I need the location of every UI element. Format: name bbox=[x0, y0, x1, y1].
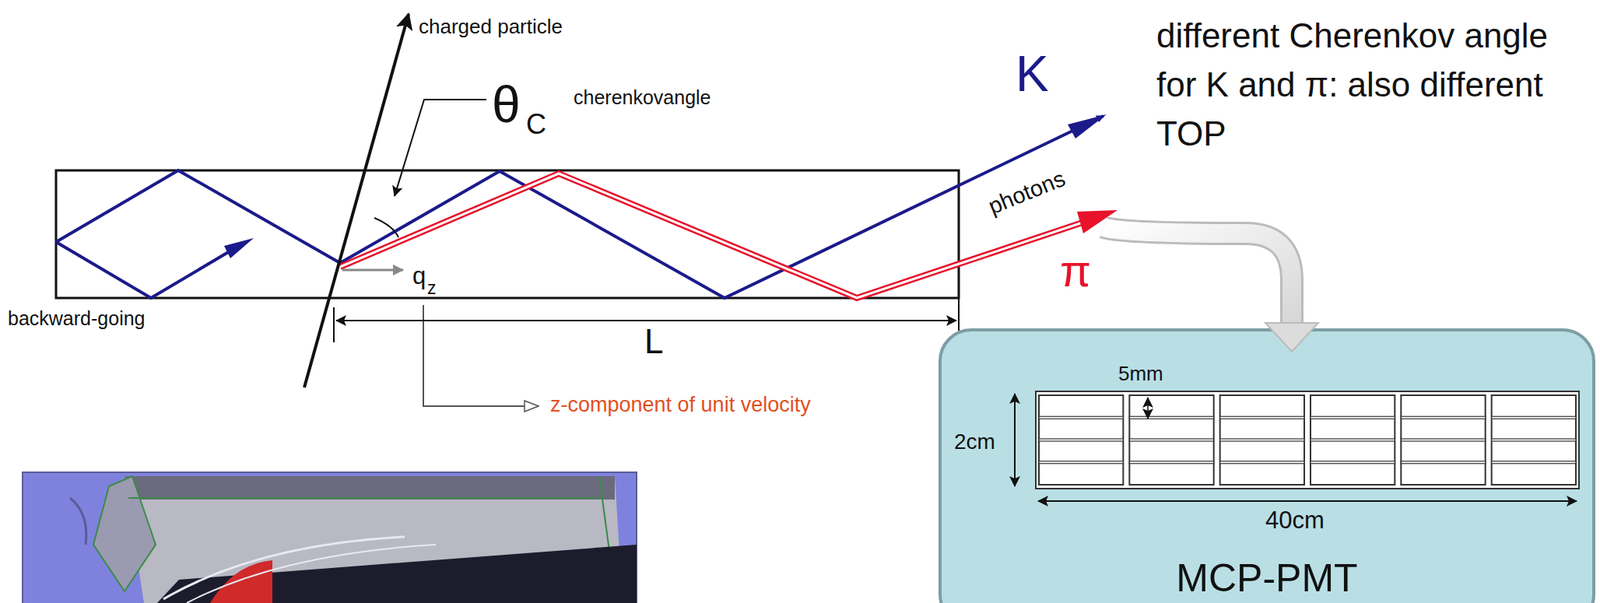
pmt-row bbox=[1400, 461, 1485, 464]
dimension-label: 2cm bbox=[954, 430, 996, 455]
backward-photon-path bbox=[56, 242, 243, 299]
pmt-row bbox=[1491, 461, 1576, 464]
panel-title: MCP-PMT bbox=[1175, 557, 1358, 600]
pmt-row bbox=[1129, 461, 1214, 464]
pion-photon-path bbox=[340, 173, 1090, 299]
fat-arrow-head bbox=[1265, 322, 1319, 352]
pmt-module bbox=[1129, 395, 1214, 485]
pmt-row bbox=[1220, 461, 1305, 464]
detector-panel: MCP-PMT bbox=[940, 329, 1594, 603]
pmt-row bbox=[1129, 416, 1214, 419]
arrowhead bbox=[224, 238, 254, 259]
pmt-row bbox=[1310, 438, 1395, 442]
vector-subscript: z bbox=[427, 278, 437, 299]
dimension-tick bbox=[957, 298, 960, 331]
pmt-module bbox=[1400, 395, 1485, 485]
dimension-label: 40cm bbox=[1265, 507, 1325, 534]
particle-name: π bbox=[1059, 245, 1092, 296]
particle-name: K bbox=[1015, 46, 1050, 102]
direction-label: backward-going bbox=[7, 308, 146, 330]
dimension-tick bbox=[333, 307, 335, 343]
angle-leader bbox=[394, 99, 487, 197]
note-text: different Cherenkov angle for K and π: a… bbox=[1156, 10, 1577, 158]
pmt-row bbox=[1220, 438, 1305, 442]
pmt-grid bbox=[1035, 391, 1579, 489]
pixel-dimension bbox=[1147, 397, 1149, 419]
angle-label: cherenkovangle bbox=[573, 87, 712, 109]
pmt-row bbox=[1038, 416, 1123, 419]
pmt-module bbox=[1310, 395, 1395, 485]
pmt-row bbox=[1038, 438, 1123, 442]
height-dimension bbox=[1014, 393, 1016, 487]
particle-track bbox=[304, 14, 409, 388]
pmt-module bbox=[1491, 395, 1576, 485]
pmt-row bbox=[1220, 416, 1305, 419]
angle-subscript: C bbox=[526, 108, 547, 141]
pmt-row bbox=[1038, 461, 1123, 464]
dimension-label: 5mm bbox=[1118, 362, 1164, 386]
pmt-row bbox=[1400, 438, 1485, 442]
particle-label: charged particle bbox=[418, 15, 563, 39]
detector-render bbox=[22, 472, 637, 603]
length-dimension bbox=[336, 319, 957, 322]
quartz-bar bbox=[56, 170, 959, 299]
vector-symbol: q bbox=[412, 263, 426, 290]
kaon-photon-path bbox=[56, 115, 1104, 299]
pmt-row bbox=[1491, 438, 1576, 442]
pmt-row bbox=[1310, 416, 1395, 419]
fat-arrow bbox=[1103, 227, 1292, 326]
pmt-module bbox=[1038, 395, 1123, 485]
pmt-row bbox=[1400, 416, 1485, 419]
annotation: z-component of unit velocity bbox=[550, 393, 811, 418]
pmt-module bbox=[1220, 395, 1305, 485]
pion-photon-path-inner bbox=[340, 173, 1090, 299]
mcp-panel bbox=[940, 329, 1594, 603]
width-dimension bbox=[1038, 500, 1577, 502]
angle-arc bbox=[374, 217, 399, 238]
pmt-row bbox=[1310, 461, 1395, 464]
fat-arrow-outline bbox=[1103, 227, 1292, 326]
dimension-label: L bbox=[644, 322, 664, 361]
arrowhead bbox=[1067, 114, 1107, 139]
photons-label: photons bbox=[985, 166, 1070, 220]
pmt-row bbox=[1129, 438, 1214, 442]
pmt-row bbox=[1491, 416, 1576, 419]
angle-symbol: θ bbox=[491, 76, 521, 134]
qz-vector bbox=[342, 269, 404, 272]
